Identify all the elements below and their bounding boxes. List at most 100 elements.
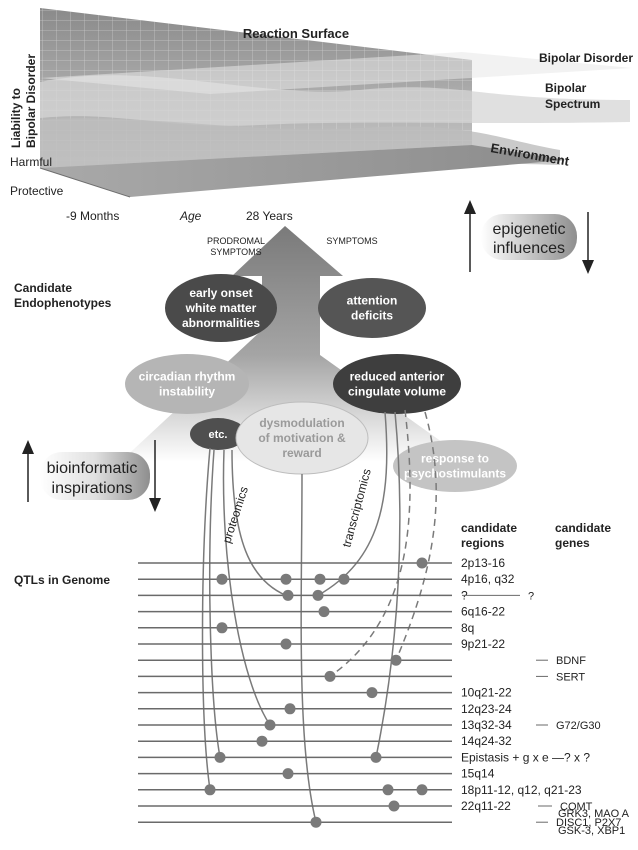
ellipse-text-line: reduced anterior xyxy=(350,370,445,384)
qtl-dot xyxy=(416,784,428,796)
regions-header-line2: regions xyxy=(461,536,505,550)
genome-row: 9p21-22 xyxy=(138,637,505,651)
candidate-region-label: 8q xyxy=(461,621,474,635)
candidate-gene-label: BDNF xyxy=(556,655,586,667)
epigenetic-label-line1: epigenetic xyxy=(493,221,566,238)
candidate-region-label: Epistasis + g x e —? x ? xyxy=(461,750,590,764)
candidate-region-label: 4p16, q32 xyxy=(461,572,515,586)
endophenotypes-heading-line1: Candidate xyxy=(14,281,72,295)
qtl-dot xyxy=(310,816,322,828)
qtl-dot xyxy=(366,687,378,699)
candidate-region-label: 9p21-22 xyxy=(461,637,505,651)
ellipse-text-line: reward xyxy=(282,446,321,460)
qtl-dot xyxy=(204,784,216,796)
qtl-dot xyxy=(282,768,294,780)
surface-floor xyxy=(40,145,566,197)
ellipse-text-line: white matter xyxy=(185,301,257,315)
genome-row: 22q11-22 COMT xyxy=(138,799,593,813)
qtl-dot xyxy=(284,703,296,715)
age-start-label: -9 Months xyxy=(66,209,119,223)
candidate-gene-label: COMT xyxy=(560,801,593,813)
ellipse-text-line: cingulate volume xyxy=(348,385,446,399)
bioinformatic-up-arrow xyxy=(22,440,34,502)
genome-row: 4p16, q32 xyxy=(138,572,515,586)
candidate-gene-label: G72/G30 xyxy=(556,720,601,732)
candidate-region-label: 10q21-22 xyxy=(461,686,512,700)
epigenetic-down-arrow xyxy=(582,212,594,274)
connection-curve xyxy=(201,447,211,790)
y-axis-label-line2: Bipolar Disorder xyxy=(24,54,38,148)
ellipse-text-line: response to xyxy=(421,452,489,466)
ellipse-etc: etc. xyxy=(190,418,246,450)
bioinformatic-pill xyxy=(40,452,150,500)
connection-curve xyxy=(209,449,221,758)
qtl-dot xyxy=(214,751,226,763)
genome-row: 14q24-32 xyxy=(138,734,512,748)
harmful-label: Harmful xyxy=(10,155,52,169)
ellipse-text-line: psychostimulants xyxy=(404,467,506,481)
ellipse-shape xyxy=(318,278,426,338)
ellipse-text-line: circadian rhythm xyxy=(139,370,236,384)
reaction-surface xyxy=(39,8,632,198)
symptoms-label: SYMPTOMS xyxy=(326,236,377,246)
epigenetic-pill xyxy=(481,214,577,260)
ellipse-shape xyxy=(125,354,249,414)
candidate-region-label: 14q24-32 xyxy=(461,734,512,748)
qtl-dot xyxy=(216,573,228,585)
ellipse-text-line: early onset xyxy=(189,286,252,300)
age-end-label: 28 Years xyxy=(246,209,293,223)
bipolar-spectrum-label-line2: Spectrum xyxy=(545,97,600,111)
connection-curve xyxy=(317,411,388,597)
qtl-dot xyxy=(318,606,330,618)
ellipse-text-line: deficits xyxy=(351,309,393,323)
epigenetic-up-arrow xyxy=(464,200,476,272)
qtl-dot xyxy=(280,573,292,585)
candidate-region-label: 2p13-16 xyxy=(461,556,505,570)
epigenetic-label-line2: influences xyxy=(493,240,565,257)
genome-row: Epistasis + g x e —? x ? xyxy=(138,750,590,764)
qtl-dot xyxy=(312,589,324,601)
ellipse-text-line: attention xyxy=(347,294,398,308)
bipolar-disorder-label: Bipolar Disorder xyxy=(539,51,633,65)
protective-label: Protective xyxy=(10,184,64,198)
ellipse-text-line: dysmodulation xyxy=(259,416,344,430)
qtl-dot xyxy=(314,573,326,585)
ellipse-shape xyxy=(393,440,517,492)
prodromal-label-line1: PRODROMAL xyxy=(207,236,265,246)
candidate-region-label: 22q11-22 xyxy=(461,799,511,813)
genome-row: 15q14 xyxy=(138,767,495,781)
regions-header-line1: candidate xyxy=(461,521,517,535)
dashed-connection-curve xyxy=(395,411,437,661)
extra-gene-2: GSK-3, XBP1 xyxy=(558,825,625,837)
endophenotypes-heading-line2: Endophenotypes xyxy=(14,296,112,310)
candidate-region-label: 18p11-12, q12, q21-23 xyxy=(461,783,582,797)
ellipse-text-line: etc. xyxy=(209,429,228,441)
genome-row: 12q23-24 xyxy=(138,702,512,716)
qtl-dot xyxy=(390,654,402,666)
qtl-dot xyxy=(282,589,294,601)
surface-title: Reaction Surface xyxy=(243,26,349,41)
candidate-region-label: 6q16-22 xyxy=(461,605,505,619)
bipolar-spectrum-label-line1: Bipolar xyxy=(545,81,587,95)
qtl-dot xyxy=(324,670,336,682)
qtl-dot xyxy=(370,751,382,763)
qtl-dot xyxy=(416,557,428,569)
genome-row: 8q xyxy=(138,621,474,635)
bioinformatic-label-line2: inspirations xyxy=(52,480,133,497)
genome-row: SERT xyxy=(138,670,585,683)
genome-row: 13q32-34 G72/G30 xyxy=(138,718,601,732)
bipolar-disorder-plane xyxy=(40,52,632,94)
candidate-region-label: 13q32-34 xyxy=(461,718,512,732)
connection-curve xyxy=(231,449,287,597)
qtl-dot xyxy=(338,573,350,585)
candidate-gene-label: SERT xyxy=(556,671,585,683)
